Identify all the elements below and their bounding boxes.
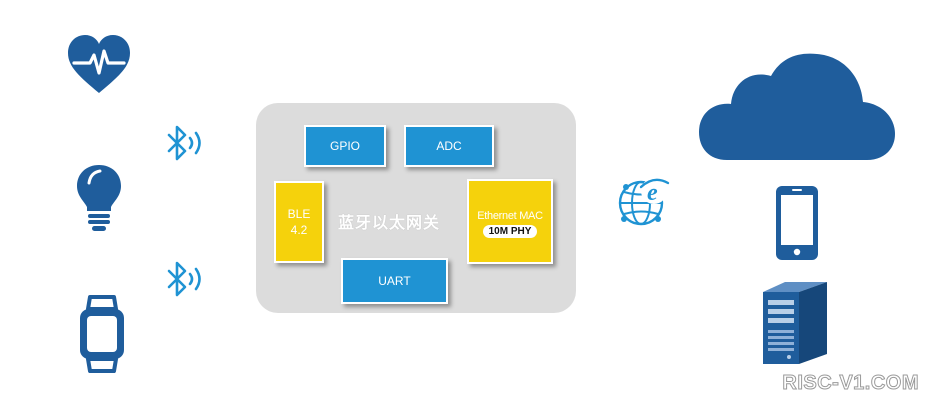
ethernet-mac-label: Ethernet MAC bbox=[477, 209, 543, 222]
watermark: RISC-V1.COM bbox=[782, 372, 919, 395]
bluetooth-icon bbox=[165, 124, 207, 162]
smartphone-icon bbox=[775, 185, 819, 261]
ble-label-line1: BLE bbox=[287, 207, 311, 221]
cloud-icon bbox=[697, 52, 897, 162]
gpio-chip: GPIO bbox=[304, 125, 386, 167]
phy-badge: 10M PHY bbox=[482, 224, 538, 238]
uart-chip: UART bbox=[341, 258, 448, 304]
gpio-label: GPIO bbox=[329, 139, 360, 153]
server-icon bbox=[755, 278, 835, 366]
ble-label-line2: 4.2 bbox=[290, 223, 308, 237]
light-bulb-icon bbox=[75, 163, 123, 233]
bluetooth-icon bbox=[165, 260, 207, 298]
heart-pulse-icon bbox=[66, 33, 132, 97]
uart-label: UART bbox=[378, 274, 411, 288]
adc-chip: ADC bbox=[404, 125, 494, 167]
smartwatch-icon bbox=[77, 293, 127, 375]
gateway-title: 蓝牙以太网关 bbox=[338, 215, 441, 232]
internet-explorer-icon: e bbox=[614, 173, 670, 229]
svg-text:e: e bbox=[647, 180, 658, 206]
adc-label: ADC bbox=[436, 139, 462, 153]
ble-chip: BLE 4.2 bbox=[274, 181, 324, 263]
ethernet-mac-chip: Ethernet MAC 10M PHY bbox=[467, 179, 553, 264]
